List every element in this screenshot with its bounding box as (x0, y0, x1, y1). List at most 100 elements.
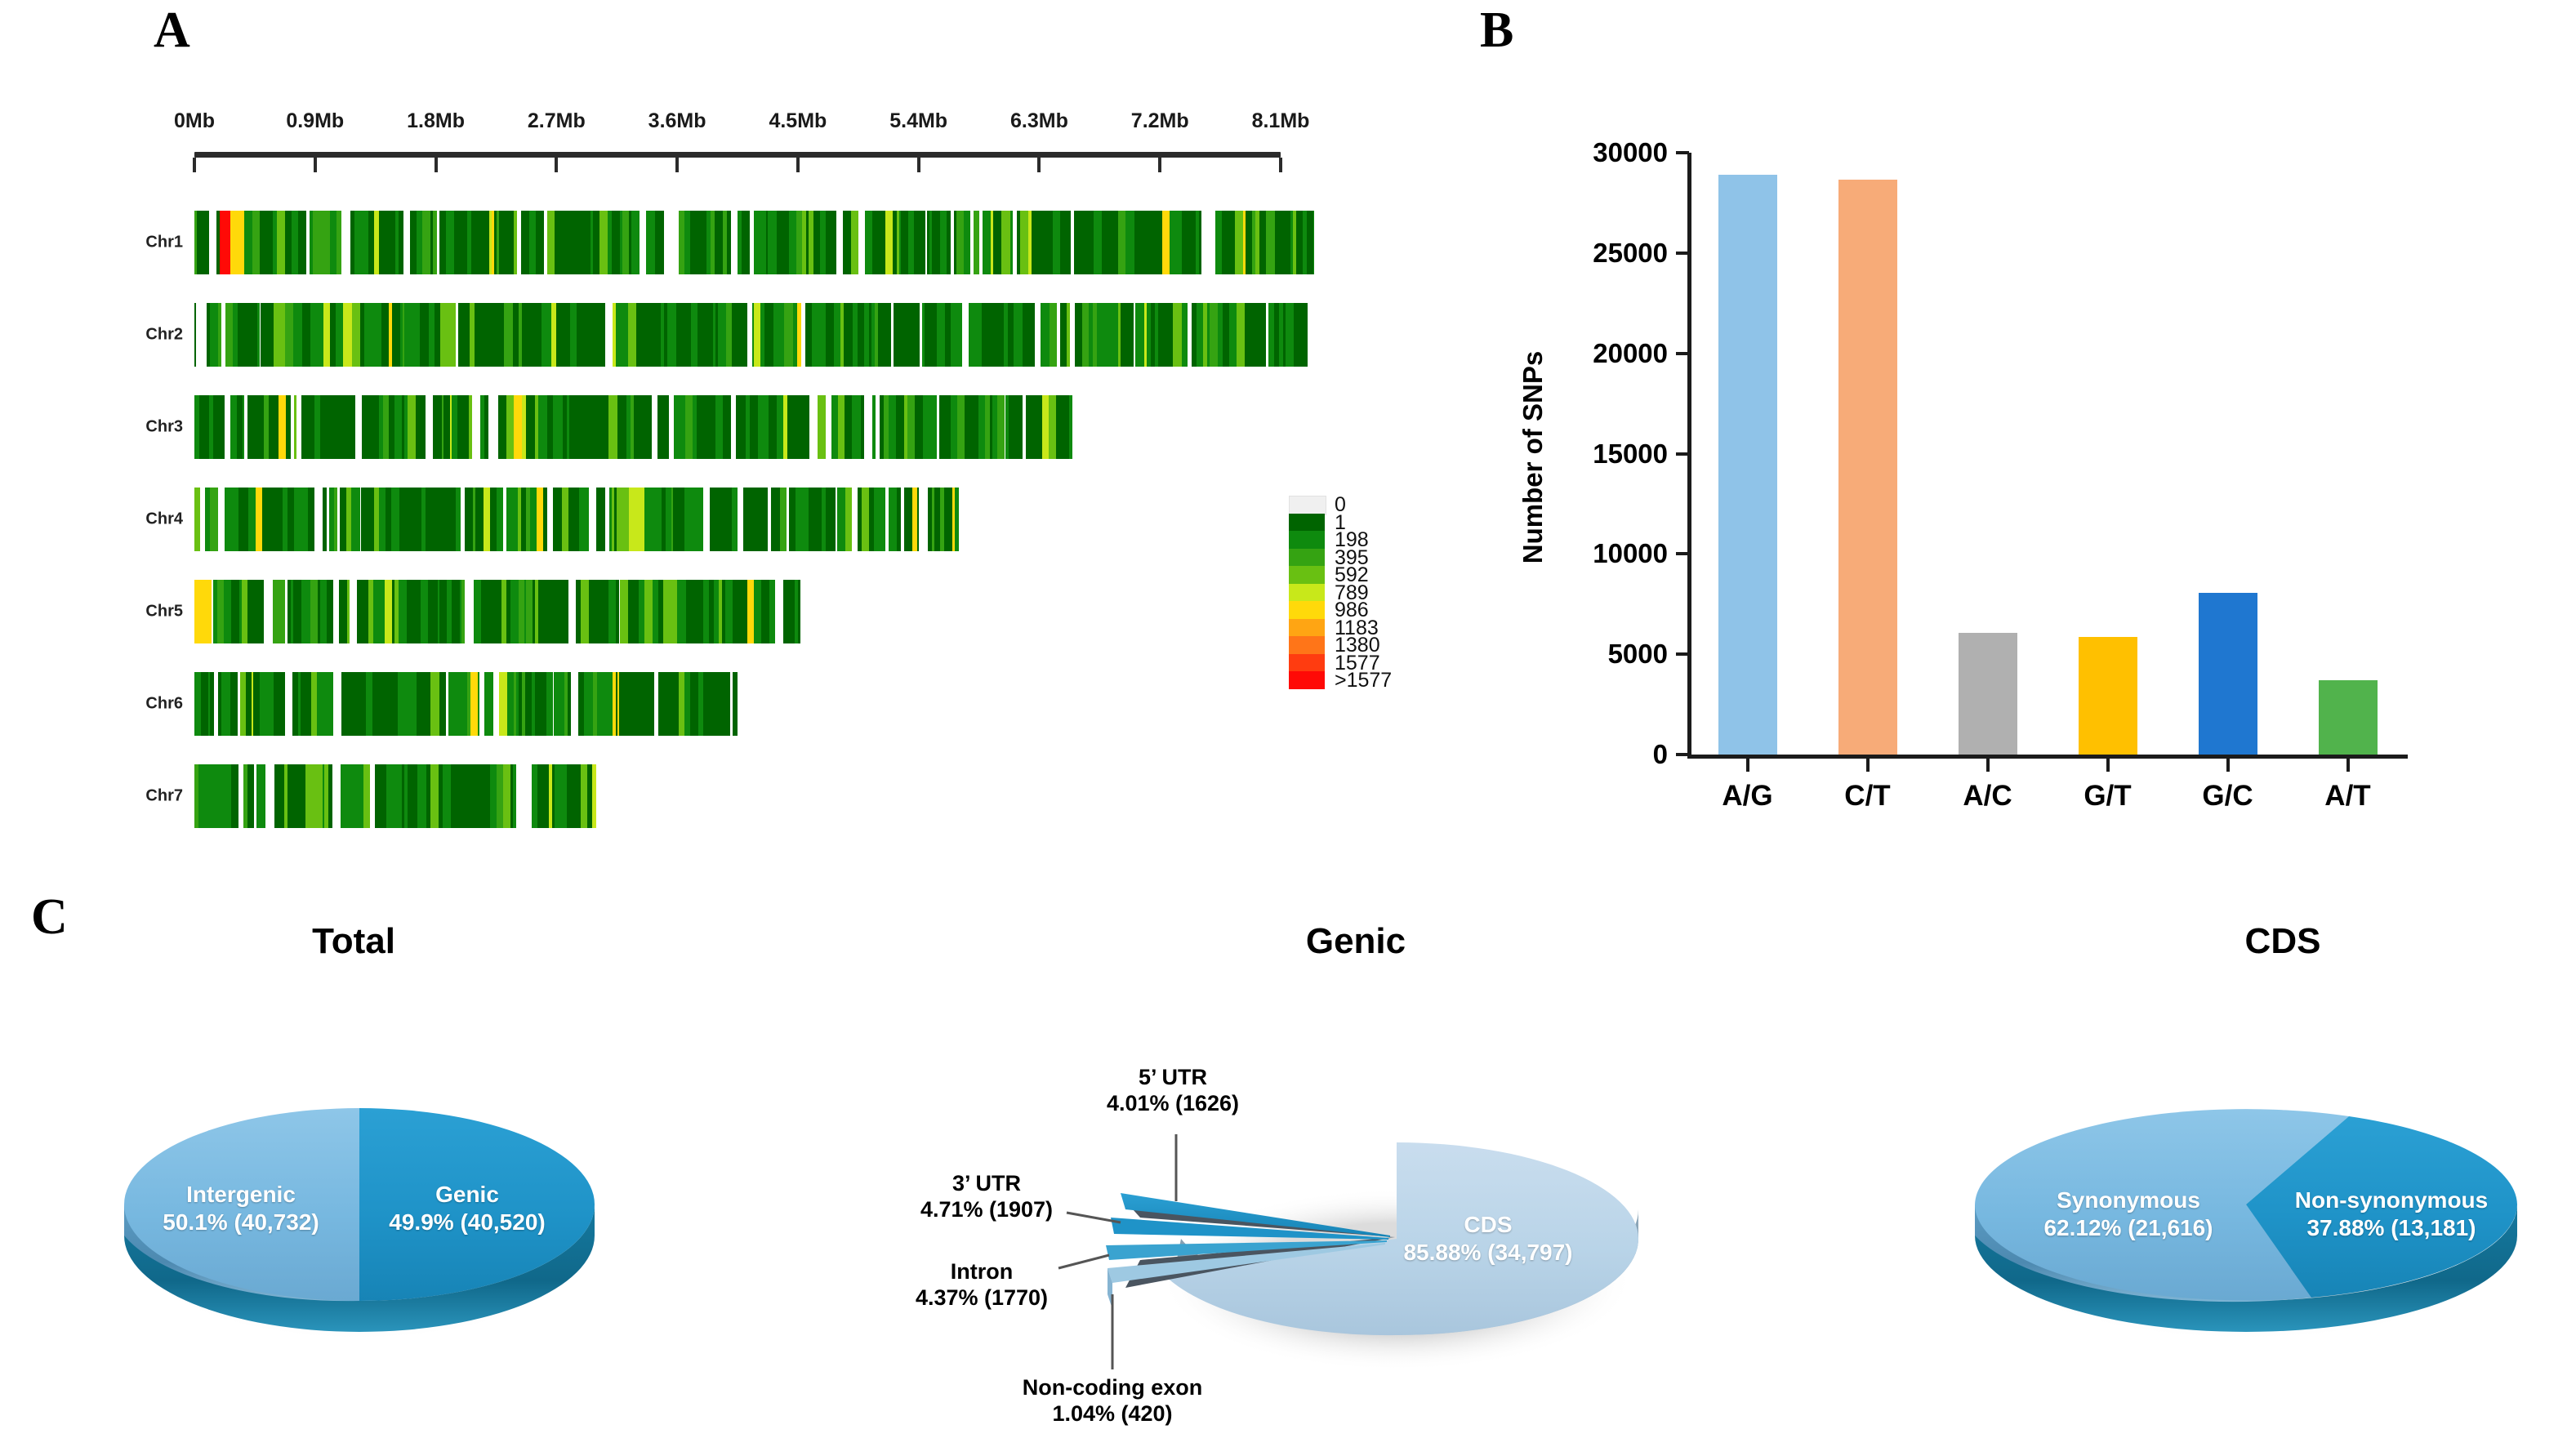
chromosome-label-chr7: Chr7 (145, 786, 183, 805)
chromosome-row-chr6: Chr6 (145, 672, 738, 736)
bar-a-g (1718, 175, 1777, 755)
callout-name-intron: Intron (950, 1259, 1014, 1284)
legend-label-1: 1 (1335, 510, 1346, 534)
callout-value-intron: 4.37% (1770) (915, 1285, 1049, 1311)
pie-title-genic: Genic (1305, 921, 1406, 961)
slice-value-synonymous: 62.12% (21,616) (2043, 1215, 2213, 1240)
axis-tick-label-9: 8.1Mb (1251, 109, 1310, 132)
panel-letter-a: A (154, 2, 190, 58)
density-track-chr1 (194, 211, 1315, 274)
axis-tick-1 (313, 158, 317, 172)
y-axis-line (1687, 153, 1691, 755)
chromosome-row-chr1: Chr1 (145, 211, 1315, 274)
slice-label-genic: Genic 49.9% (40,520) (389, 1181, 545, 1236)
slice-name-cds: CDS (1464, 1211, 1513, 1237)
slice-label-synonymous: Synonymous 62.12% (21,616) (2043, 1187, 2213, 1242)
bar-g-t (2078, 637, 2137, 755)
x-axis-line (1687, 755, 2408, 759)
legend-swatch-3 (1289, 548, 1325, 566)
y-tick-label-1: 5000 (1607, 639, 1668, 670)
slice-value-non-synonymous: 37.88% (13,181) (2306, 1215, 2476, 1240)
y-tick-6 (1676, 151, 1689, 154)
pie-chart-genic: CDS 85.88% (34,797) 5’ UTR 4.01% (1626) … (907, 1049, 1642, 1426)
axis-tick-label-6: 5.4Mb (889, 109, 948, 132)
legend-label-4: 592 (1335, 563, 1369, 586)
slice-label-intergenic: Intergenic 50.1% (40,732) (163, 1181, 319, 1236)
y-tick-5 (1676, 251, 1689, 255)
pie-title-cds: CDS (2244, 921, 2321, 961)
legend-label-10: >1577 (1335, 669, 1393, 692)
bar-a-t (2318, 680, 2378, 755)
callout-name-3-utr: 3’ UTR (952, 1171, 1022, 1196)
slice-name-synonymous: Synonymous (2057, 1187, 2200, 1213)
slice-label-non-synonymous: Non-synonymous 37.88% (13,181) (2295, 1187, 2488, 1242)
chromosome-label-chr6: Chr6 (145, 694, 183, 713)
axis-tick-2 (434, 158, 438, 172)
axis-tick-label-2: 1.8Mb (407, 109, 465, 132)
slice-value-intergenic: 50.1% (40,732) (163, 1209, 319, 1235)
axis-tick-label-8: 7.2Mb (1130, 109, 1189, 132)
axis-ruler-line (194, 152, 1281, 158)
pie-chart-total: Intergenic 50.1% (40,732) Genic 49.9% (4… (114, 1041, 596, 1351)
legend-label-3: 395 (1335, 545, 1369, 569)
legend-label-8: 1380 (1335, 634, 1380, 657)
x-tick-2 (1985, 759, 1990, 772)
axis-tick-8 (1158, 158, 1162, 172)
callout-value-5-utr: 4.01% (1626) (1106, 1091, 1240, 1116)
chromosome-row-chr3: Chr3 (145, 395, 1073, 459)
chromosome-row-chr5: Chr5 (145, 580, 801, 643)
axis-tick-label-4: 3.6Mb (648, 109, 706, 132)
chromosome-row-chr2: Chr2 (145, 303, 1308, 367)
pie-title-total: Total (312, 921, 395, 961)
legend-swatch-8 (1289, 636, 1325, 654)
legend-swatch-1 (1289, 513, 1325, 531)
axis-tick-6 (916, 158, 920, 172)
axis-tick-5 (796, 158, 800, 172)
legend-swatch-2 (1289, 531, 1325, 549)
chromosome-label-chr5: Chr5 (145, 602, 183, 621)
callout-value-non-coding-exon: 1.04% (420) (1052, 1401, 1173, 1427)
axis-tick-0 (193, 158, 196, 172)
chromosome-label-chr3: Chr3 (145, 417, 183, 436)
slice-name-non-synonymous: Non-synonymous (2294, 1187, 2489, 1213)
legend-label-0: 0 (1335, 493, 1346, 516)
y-tick-1 (1676, 652, 1689, 657)
slice-name-intergenic: Intergenic (186, 1181, 296, 1207)
pie-cds-svg (1975, 1109, 2517, 1340)
legend-label-5: 789 (1335, 581, 1369, 604)
y-tick-2 (1676, 552, 1689, 556)
callout-value-3-utr: 4.71% (1907) (920, 1197, 1054, 1222)
callout-5-utr: 5’ UTR 4.01% (1626) (1107, 1064, 1239, 1117)
slice-name-genic: Genic (435, 1181, 499, 1207)
panel-letter-b: B (1480, 2, 1514, 58)
density-track-chr3 (194, 395, 1073, 459)
axis-tick-9 (1279, 158, 1282, 172)
x-tick-0 (1745, 759, 1749, 772)
x-label-c-t: C/T (1844, 780, 1891, 812)
callout-non-coding-exon: Non-coding exon 1.04% (420) (1023, 1374, 1202, 1427)
slice-value-cds: 85.88% (34,797) (1403, 1240, 1573, 1265)
chromosome-label-chr2: Chr2 (145, 325, 183, 344)
chromosome-label-chr4: Chr4 (145, 510, 183, 528)
chromosome-row-chr7: Chr7 (145, 764, 599, 828)
axis-tick-label-0: 0Mb (174, 109, 215, 132)
callout-name-5-utr: 5’ UTR (1138, 1065, 1208, 1089)
panel-c: C Total (0, 866, 2576, 1456)
legend-swatch-4 (1289, 566, 1325, 584)
density-track-chr6 (194, 672, 738, 736)
bar-c-t (1838, 180, 1897, 755)
callout-name-non-coding-exon: Non-coding exon (1022, 1375, 1203, 1400)
legend-swatch-9 (1289, 653, 1325, 671)
x-tick-3 (2106, 759, 2110, 772)
slice-label-cds: CDS 85.88% (34,797) (1403, 1211, 1572, 1267)
y-tick-label-6: 30000 (1593, 137, 1668, 167)
x-label-a-g: A/G (1722, 780, 1773, 812)
callout-3-utr: 3’ UTR 4.71% (1907) (920, 1170, 1053, 1223)
axis-tick-7 (1037, 158, 1041, 172)
legend-swatch-7 (1289, 618, 1325, 636)
pie-total-svg (124, 1108, 595, 1340)
density-track-chr5 (194, 580, 801, 643)
x-tick-5 (2346, 759, 2350, 772)
x-label-g-t: G/T (2084, 780, 2132, 812)
density-track-chr7 (194, 764, 599, 828)
